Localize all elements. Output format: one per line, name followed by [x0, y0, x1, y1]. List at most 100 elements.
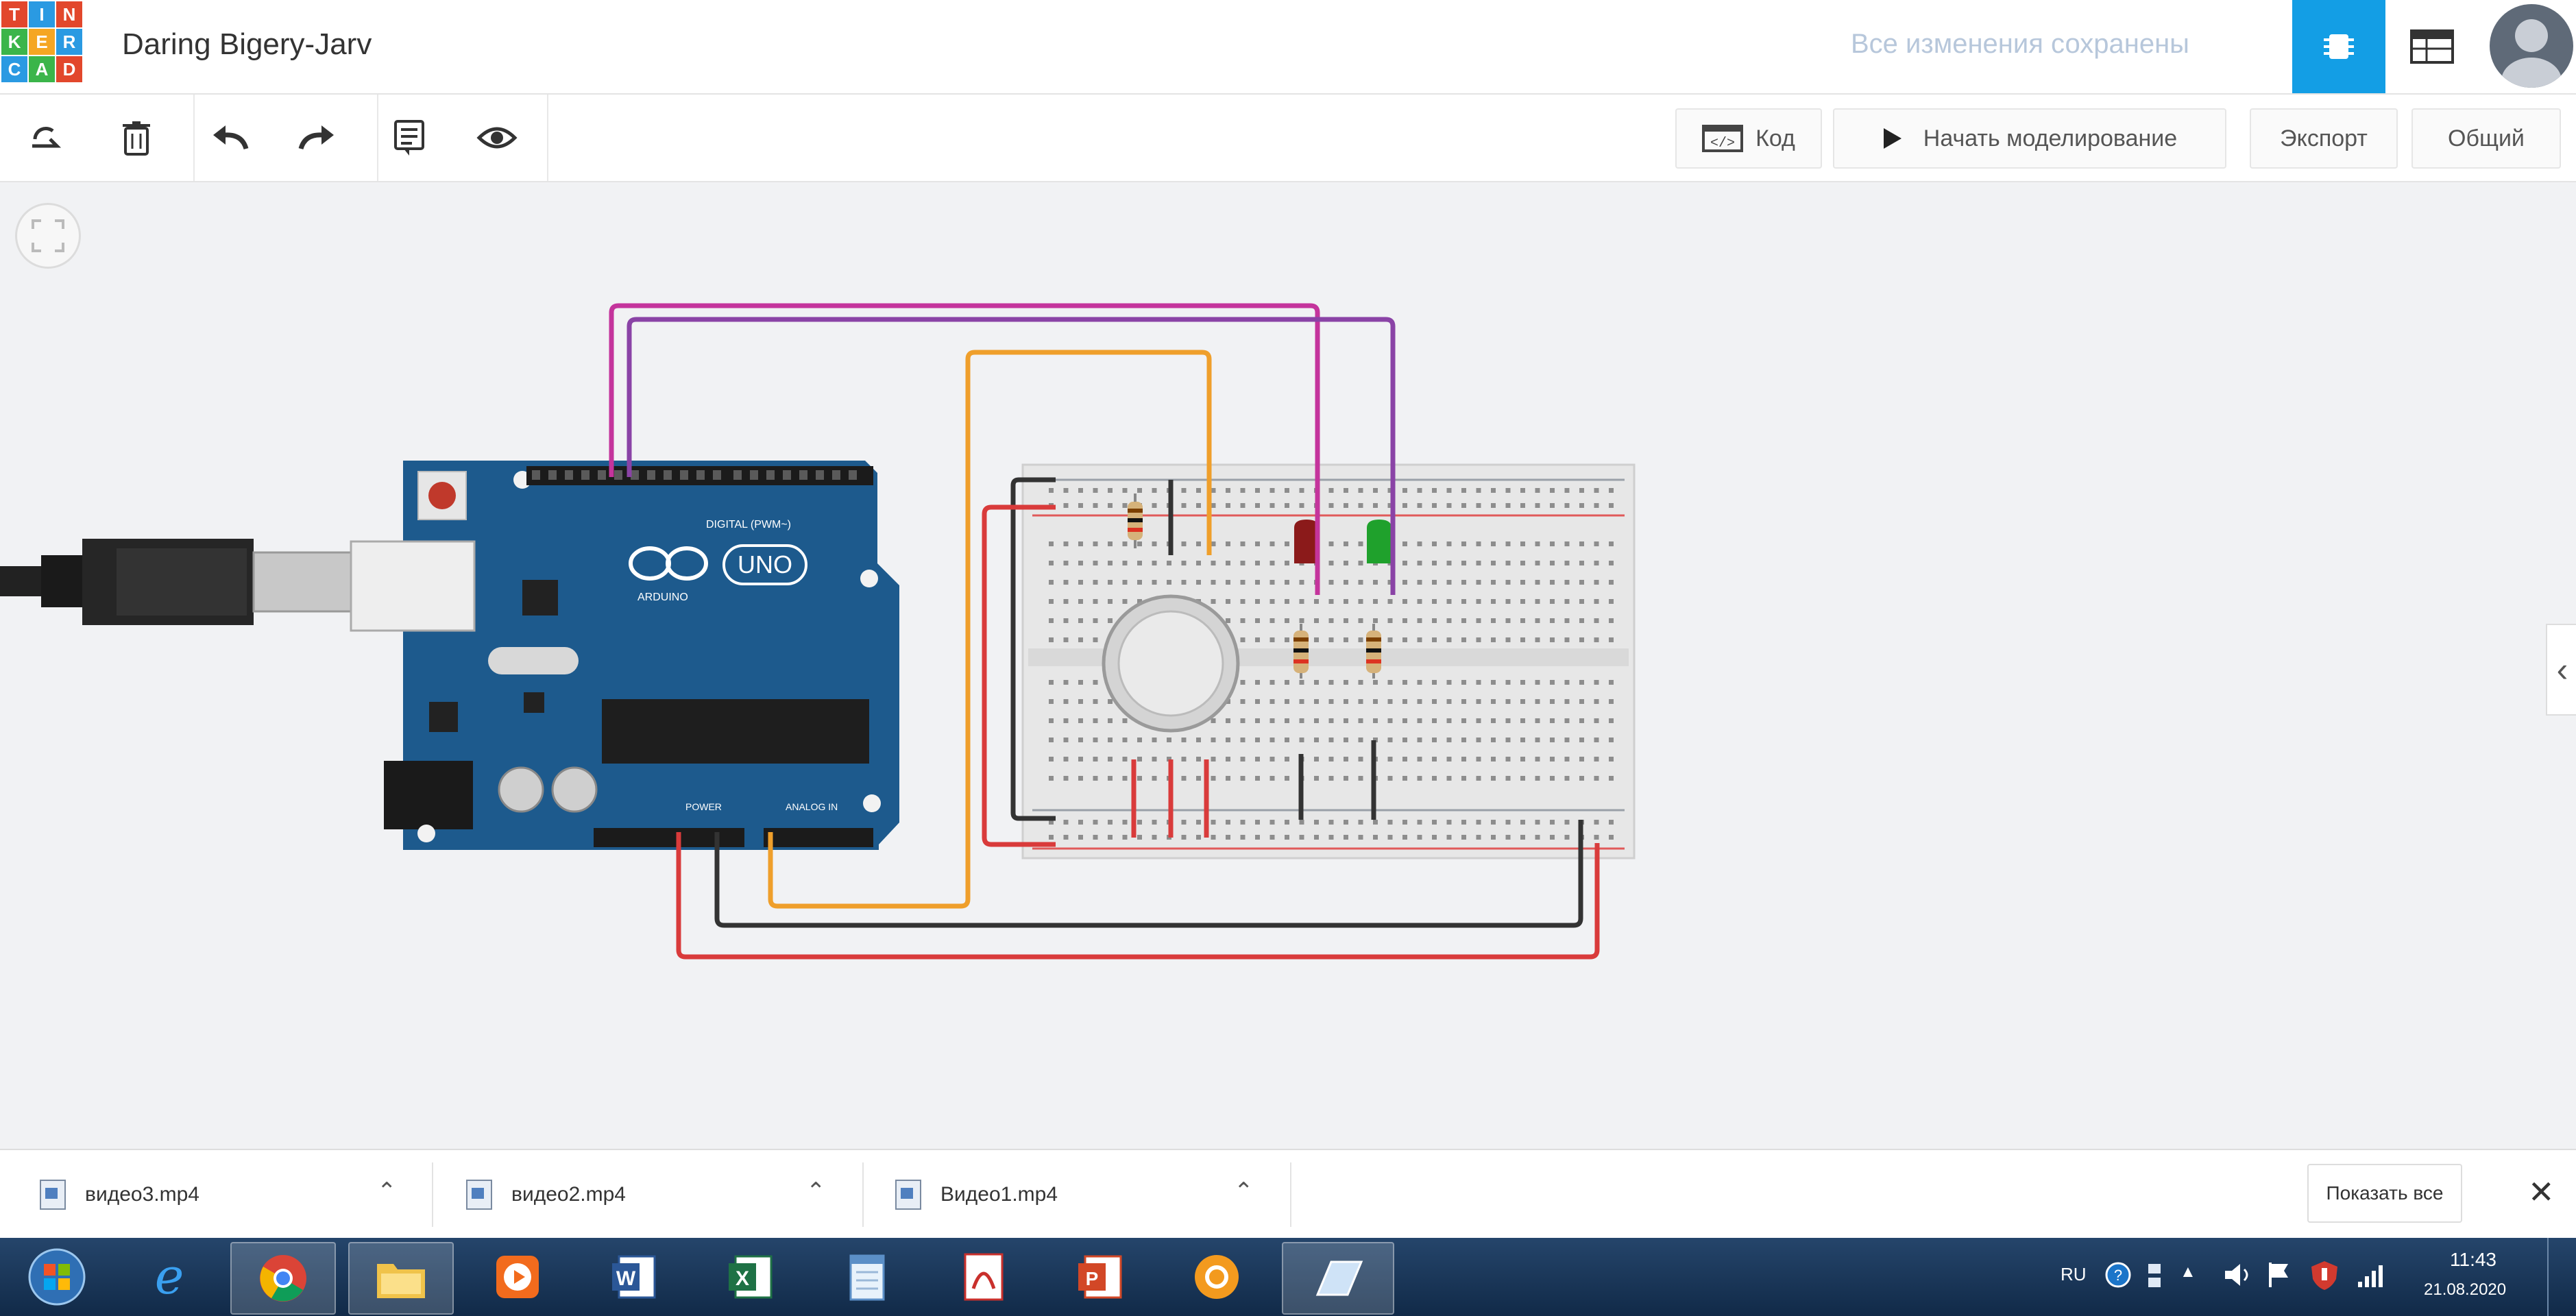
word-taskbar-button[interactable]: W [583, 1242, 685, 1312]
network-icon[interactable] [2144, 1260, 2165, 1290]
toolbar: </> Код Начать моделирование Экспорт Общ… [0, 95, 2576, 182]
language-indicator[interactable]: RU [2061, 1264, 2087, 1284]
excel-taskbar-button[interactable]: X [699, 1242, 802, 1312]
notepad-taskbar-button[interactable] [816, 1242, 919, 1312]
word-icon: W [612, 1255, 656, 1299]
resistor[interactable] [1366, 624, 1381, 679]
wire-analog-to-sensor[interactable] [768, 350, 1212, 909]
circuit-view-button[interactable] [2292, 0, 2385, 93]
chevron-up-icon[interactable]: ⌃ [806, 1178, 826, 1204]
show-all-downloads-button[interactable]: Показать все [2307, 1164, 2462, 1223]
tray-expand-icon[interactable]: ▲ [2180, 1263, 2196, 1281]
usb-cable[interactable] [0, 539, 358, 625]
close-icon[interactable]: ✕ [2528, 1174, 2555, 1210]
export-label: Экспорт [2280, 125, 2368, 151]
digital-header-label: DIGITAL (PWM~) [706, 519, 791, 531]
logo-letter: C [1, 56, 27, 82]
rotate-icon [32, 127, 62, 148]
download-item[interactable]: Видео1.mp4 [895, 1150, 1058, 1239]
windows-logo-icon [28, 1248, 86, 1306]
component-panel-toggle[interactable]: ‹ [2546, 624, 2576, 716]
clock-time[interactable]: 11:43 [2450, 1249, 2496, 1270]
redo-button[interactable] [291, 111, 344, 164]
volume-icon[interactable] [2222, 1261, 2255, 1289]
undo-button[interactable] [203, 111, 256, 164]
visibility-button[interactable] [470, 111, 524, 164]
logo-letter: E [29, 29, 55, 55]
resistor[interactable] [1293, 624, 1309, 679]
video-file-icon [40, 1180, 66, 1210]
pdf-reader-taskbar-button[interactable] [932, 1242, 1035, 1312]
power-header-label: POWER [685, 801, 722, 812]
gas-sensor[interactable] [1102, 594, 1240, 733]
start-simulation-label: Начать моделирование [1923, 125, 2178, 151]
export-button[interactable]: Экспорт [2250, 108, 2398, 169]
pdf-icon [964, 1253, 1004, 1301]
help-icon[interactable]: ? [2104, 1261, 2132, 1289]
top-bar [0, 0, 2576, 95]
svg-text:P: P [1086, 1268, 1099, 1289]
wire-breadboard-ground-rail[interactable] [1010, 477, 1056, 821]
share-button[interactable]: Общий [2411, 108, 2561, 169]
start-button[interactable] [5, 1242, 108, 1312]
show-desktop-button[interactable] [2547, 1238, 2576, 1316]
signal-strength-icon[interactable] [2355, 1261, 2387, 1289]
toolbar-divider [547, 95, 548, 181]
logo-letter: T [1, 1, 27, 27]
undo-icon [213, 125, 249, 150]
trash-icon [123, 121, 150, 156]
download-divider [1290, 1162, 1291, 1227]
resistor[interactable] [1128, 494, 1143, 548]
windows-taskbar: e W X [0, 1238, 2576, 1316]
fit-to-view-button[interactable] [15, 203, 81, 269]
clock-date[interactable]: 21.08.2020 [2424, 1280, 2507, 1299]
internet-explorer-taskbar-button[interactable]: e [118, 1242, 221, 1312]
jumper-wire[interactable] [1131, 480, 1376, 838]
wire-breadboard-power-rail[interactable] [982, 504, 1056, 847]
rotate-button[interactable] [18, 111, 71, 164]
media-player-icon [496, 1256, 539, 1298]
svg-text:</>: </> [1710, 136, 1735, 151]
download-item[interactable]: видео3.mp4 [40, 1150, 199, 1239]
internet-explorer-icon: e [155, 1251, 184, 1303]
powerpoint-taskbar-button[interactable]: P [1049, 1242, 1152, 1312]
app-gear-icon [1195, 1255, 1239, 1299]
download-item[interactable]: видео2.mp4 [466, 1150, 626, 1239]
notes-button[interactable] [382, 111, 436, 164]
project-title[interactable]: Daring Bigery-Jarv [122, 27, 372, 61]
component-list-button[interactable] [2385, 0, 2479, 93]
svg-text:W: W [616, 1267, 636, 1290]
arduino-brand-label: ARDUINO [637, 592, 688, 603]
action-center-flag-icon[interactable] [2265, 1260, 2292, 1290]
chevron-up-icon[interactable]: ⌃ [1234, 1178, 1254, 1204]
chevron-up-icon[interactable]: ⌃ [377, 1178, 397, 1204]
orange-app-taskbar-button[interactable] [1165, 1242, 1268, 1312]
chrome-taskbar-button[interactable] [230, 1242, 336, 1315]
green-led[interactable] [1367, 520, 1392, 563]
toolbar-divider [193, 95, 195, 181]
svg-text:e: e [155, 1251, 184, 1303]
security-shield-icon[interactable] [2309, 1258, 2340, 1291]
tinkercad-logo[interactable]: T I N K E R C A D [0, 0, 86, 86]
logo-letter: A [29, 56, 55, 82]
wire-digital-to-green-led[interactable] [627, 317, 1396, 595]
wire-ground[interactable] [714, 820, 1583, 928]
video-file-icon [466, 1180, 492, 1210]
red-led[interactable] [1294, 520, 1319, 563]
wire-5v[interactable] [676, 832, 1600, 960]
note-icon [394, 120, 424, 156]
logo-letter: N [56, 1, 82, 27]
code-button-label: Код [1755, 125, 1795, 151]
download-filename: Видео1.mp4 [940, 1183, 1058, 1206]
code-button[interactable]: </> Код [1675, 108, 1822, 169]
user-avatar[interactable] [2490, 4, 2573, 88]
arduino-uno-board[interactable]: DIGITAL (PWM~) ARDUINO UNO POWER ANALOG … [350, 461, 899, 850]
download-bar: видео3.mp4 ⌃ видео2.mp4 ⌃ Видео1.mp4 ⌃ [0, 1149, 2576, 1239]
wire-digital-to-red-led[interactable] [609, 303, 1320, 595]
active-window-taskbar-button[interactable] [1282, 1242, 1394, 1315]
media-player-taskbar-button[interactable] [466, 1242, 569, 1312]
file-explorer-taskbar-button[interactable] [348, 1242, 454, 1315]
start-simulation-button[interactable]: Начать моделирование [1833, 108, 2226, 169]
save-status: Все изменения сохранены [1851, 29, 2189, 59]
delete-button[interactable] [110, 111, 163, 164]
